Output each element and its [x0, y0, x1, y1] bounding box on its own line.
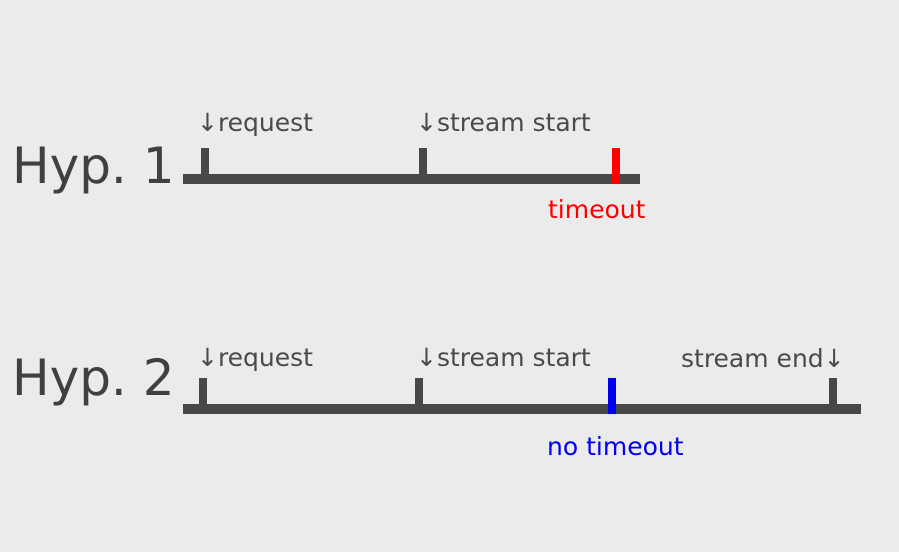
stream-start-tick — [415, 378, 423, 404]
stream-start-event-label: ↓stream start — [416, 343, 591, 372]
stream-end-tick — [829, 378, 837, 404]
timeline-axis — [183, 404, 861, 414]
stream-start-event-label: ↓stream start — [416, 108, 591, 137]
stream-end-event-label: stream end↓ — [681, 344, 845, 373]
timeline-axis — [183, 174, 640, 184]
request-tick — [201, 148, 209, 174]
hypothesis-2-title: Hyp. 2 — [12, 349, 175, 407]
request-tick — [199, 378, 207, 404]
stream-start-tick — [419, 148, 427, 174]
timeout-label: timeout — [548, 195, 646, 224]
request-event-label: ↓request — [197, 108, 313, 137]
no-timeout-marker-tick — [608, 378, 616, 414]
request-event-label: ↓request — [197, 343, 313, 372]
hypothesis-1-title: Hyp. 1 — [12, 137, 175, 195]
no-timeout-label: no timeout — [547, 432, 684, 461]
timeout-marker-tick — [612, 148, 620, 184]
